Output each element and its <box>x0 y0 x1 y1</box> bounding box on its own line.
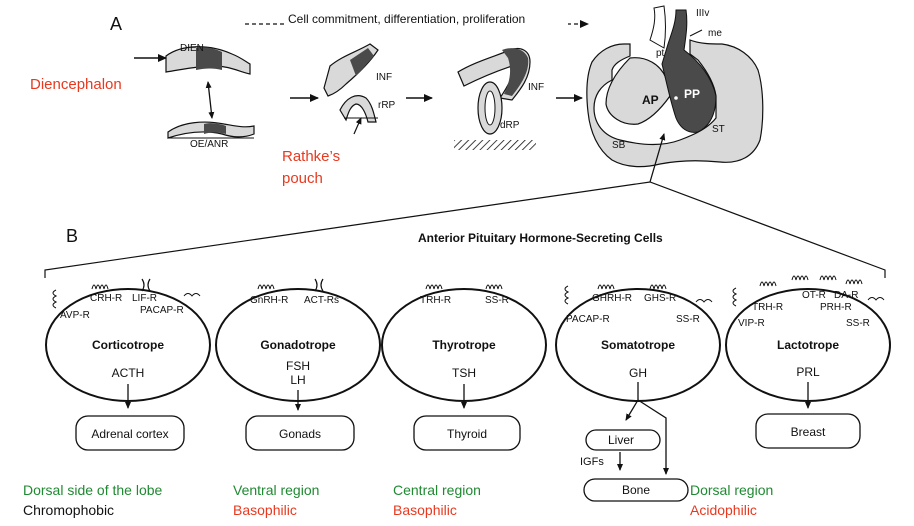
hormone-acth: ACTH <box>112 366 145 380</box>
receptor-lif-r: LIF-R <box>132 293 157 304</box>
label-oe-anr: OE/ANR <box>190 139 228 150</box>
stage3-drawing <box>454 47 536 150</box>
annotation-thyrotrope-stain: Basophilic <box>393 502 457 518</box>
label-st: ST <box>712 124 725 135</box>
stage2-drawing <box>323 43 379 135</box>
banner-text: Cell commitment, differentiation, prolif… <box>288 12 525 26</box>
cell-name-somatotrope: Somatotrope <box>601 338 675 352</box>
hormone-line: LH <box>290 373 305 387</box>
annotation-thyrotrope-region: Central region <box>393 482 481 498</box>
receptor-act-rs: ACT-Rs <box>304 295 339 306</box>
receptor-trh-r-lacto: TRH-R <box>752 302 783 313</box>
receptor-vip-r: VIP-R <box>738 318 765 329</box>
stage1-drawing <box>134 46 255 139</box>
target-liver: Liver <box>608 433 634 447</box>
label-pp: PP <box>684 87 700 101</box>
label-me: me <box>708 28 722 39</box>
hormone-gh: GH <box>629 366 647 380</box>
label-sb: SB <box>612 140 626 151</box>
receptor-avp-r: AVP-R <box>60 310 90 321</box>
cell-gonadotrope <box>215 278 381 451</box>
stage4-drawing <box>586 5 764 183</box>
cell-name-corticotrope: Corticotrope <box>92 338 164 352</box>
label-dien: DIEN <box>180 43 204 54</box>
hormone-line: FSH <box>286 359 310 373</box>
receptor-ghs-r: GHS-R <box>644 293 676 304</box>
cell-thyrotrope <box>381 284 547 451</box>
target-adrenal-cortex: Adrenal cortex <box>91 427 168 441</box>
label-ap: AP <box>642 93 659 107</box>
panel-b-title: Anterior Pituitary Hormone-Secreting Cel… <box>418 231 663 245</box>
cell-corticotrope <box>45 278 211 451</box>
target-thyroid: Thyroid <box>447 427 487 441</box>
annotation-corticotrope-region: Dorsal side of the lobe <box>23 482 163 498</box>
cell-name-thyrotrope: Thyrotrope <box>432 338 496 352</box>
receptor-ss-r-somato: SS-R <box>676 314 700 325</box>
cell-bracket <box>44 181 886 278</box>
target-bone: Bone <box>622 483 650 497</box>
cell-somatotrope <box>555 284 721 502</box>
receptor-ss-r-lacto: SS-R <box>846 318 870 329</box>
annotation-somatotrope-stain: Acidophilic <box>690 502 757 518</box>
receptor-pacap-r-cortico: PACAP-R <box>140 305 184 316</box>
label-pt: pt <box>656 48 665 59</box>
panel-a-label: A <box>110 14 122 34</box>
label-iiiv: IIIv <box>696 8 709 19</box>
receptor-pacap-r-somato: PACAP-R <box>566 314 610 325</box>
receptor-crh-r: CRH-R <box>90 293 122 304</box>
annotation-rathkes-pouch: Rathke’s pouch <box>282 148 341 187</box>
banner-backdrop <box>284 11 568 29</box>
panel-b-label: B <box>66 226 78 246</box>
label-inf-2: INF <box>528 82 544 93</box>
receptor-gnrh-r: GnRH-R <box>250 295 288 306</box>
receptor-prh-r: PRH-R <box>820 302 852 313</box>
annotation-gonadotrope-region: Ventral region <box>233 482 320 498</box>
receptor-da-r: DA-R <box>834 290 858 301</box>
target-breast: Breast <box>791 425 826 439</box>
receptor-ss-r-thyro: SS-R <box>485 295 509 306</box>
annotation-somatotrope-region: Dorsal region <box>690 482 774 498</box>
cell-name-gonadotrope: Gonadotrope <box>260 338 336 352</box>
hormone-tsh: TSH <box>452 366 476 380</box>
cell-lactotrope <box>725 275 891 449</box>
annotation-corticotrope-stain: Chromophobic <box>23 502 115 518</box>
cell-name-lactotrope: Lactotrope <box>777 338 839 352</box>
hormone-prl: PRL <box>796 365 820 379</box>
mediator-igfs: IGFs <box>580 456 604 468</box>
target-gonads: Gonads <box>279 427 321 441</box>
annotation-gonadotrope-stain: Basophilic <box>233 502 297 518</box>
receptor-ghrh-r: GHRH-R <box>592 293 632 304</box>
receptor-trh-r-thyro: TRH-R <box>420 295 451 306</box>
receptor-ot-r: OT-R <box>802 290 826 301</box>
label-drp: dRP <box>500 120 520 131</box>
annotation-diencephalon: Diencephalon <box>30 76 122 93</box>
label-rrp: rRP <box>378 100 396 111</box>
label-inf-1: INF <box>376 72 392 83</box>
